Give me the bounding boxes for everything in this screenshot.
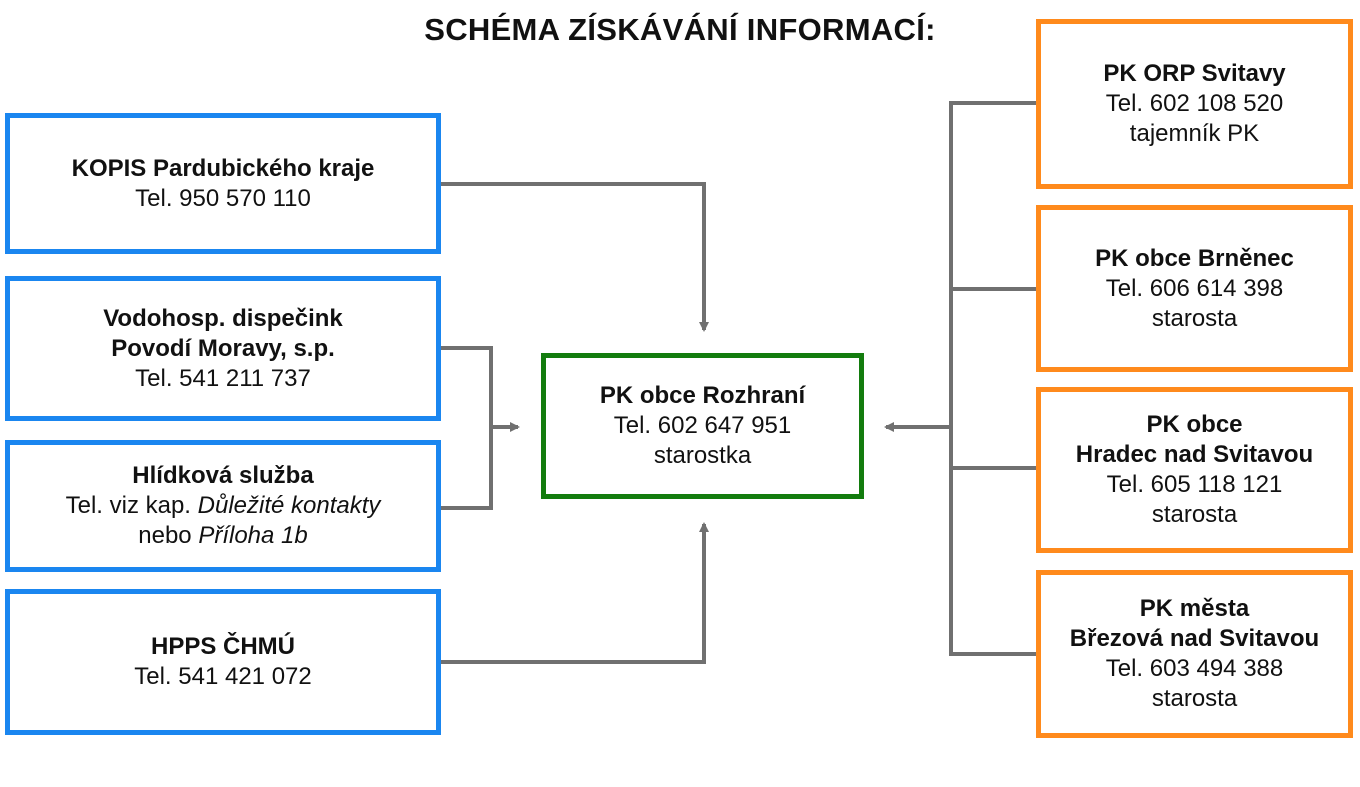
node-hradec-name-line1: PK obce (1146, 411, 1243, 438)
node-hlidkova-line3: nebo Příloha 1b (138, 521, 307, 551)
node-hlidkova-line3-prefix: nebo (138, 522, 199, 549)
node-hlidkova-line3-italic: Příloha 1b (198, 522, 308, 549)
connector-hpps-to-center (440, 522, 709, 664)
node-hradec-name-line2: Hradec nad Svitavou (1075, 441, 1314, 468)
node-hpps-phone: Tel. 541 421 072 (134, 663, 312, 690)
connector-right-bus (949, 101, 1038, 656)
connector-kopis-to-center (440, 182, 709, 332)
node-brnenec-name: PK obce Brněnec (1095, 244, 1294, 272)
diagram-title: SCHÉMA ZÍSKÁVÁNÍ INFORMACÍ: (424, 12, 936, 47)
node-brezova-name-line1: PK města (1139, 595, 1250, 622)
node-hlidkova-line2-italic: Důležité kontakty (197, 492, 381, 519)
node-hradec: PK obce Hradec nad Svitavou Tel. 605 118… (1036, 387, 1353, 553)
node-brezova-role: starosta (1151, 685, 1238, 712)
node-hlidkova-line2-prefix: Tel. viz kap. (65, 492, 198, 519)
center-node-name: PK obce Rozhraní (599, 382, 806, 409)
node-svitavy-name: PK ORP Svitavy (1103, 60, 1286, 87)
node-hlidkova-name: Hlídková služba (132, 462, 314, 489)
node-hradec-phone: Tel. 605 118 121 (1106, 471, 1283, 498)
node-brezova-phone: Tel. 603 494 388 (1105, 655, 1284, 682)
node-hlidkova-line2: Tel. viz kap. Důležité kontakty (66, 491, 381, 521)
node-brnenec-phone: Tel. 606 614 398 (1105, 274, 1284, 302)
center-node-rozhrani: PK obce Rozhraní Tel. 602 647 951 staros… (541, 353, 864, 499)
node-kopis-name: KOPIS Pardubického kraje (71, 154, 375, 182)
node-hlidkova: Hlídková služba Tel. viz kap. Důležité k… (5, 440, 441, 572)
node-vodohosp-name-line2: Povodí Moravy, s.p. (111, 334, 335, 362)
node-vodohosp-phone: Tel. 541 211 737 (135, 364, 311, 392)
center-node-role: starostka (653, 442, 752, 469)
node-brezova: PK města Březová nad Svitavou Tel. 603 4… (1036, 570, 1353, 738)
node-hpps: HPPS ČHMÚ Tel. 541 421 072 (5, 589, 441, 735)
node-brezova-name-line2: Březová nad Svitavou (1069, 625, 1320, 652)
node-svitavy: PK ORP Svitavy Tel. 602 108 520 tajemník… (1036, 19, 1353, 189)
node-brnenec: PK obce Brněnec Tel. 606 614 398 starost… (1036, 205, 1353, 372)
node-vodohosp: Vodohosp. dispečink Povodí Moravy, s.p. … (5, 276, 441, 421)
node-hpps-name: HPPS ČHMÚ (150, 633, 295, 660)
connector-vodohosp-bracket (440, 346, 493, 510)
node-kopis-phone: Tel. 950 570 110 (135, 184, 311, 212)
node-vodohosp-name-line1: Vodohosp. dispečink (103, 304, 343, 332)
node-svitavy-phone: Tel. 602 108 520 (1105, 90, 1284, 117)
node-svitavy-role: tajemník PK (1129, 120, 1260, 147)
center-node-phone: Tel. 602 647 951 (613, 412, 792, 439)
node-brnenec-role: starosta (1151, 304, 1238, 332)
node-hradec-role: starosta (1151, 501, 1238, 528)
node-kopis: KOPIS Pardubického kraje Tel. 950 570 11… (5, 113, 441, 254)
